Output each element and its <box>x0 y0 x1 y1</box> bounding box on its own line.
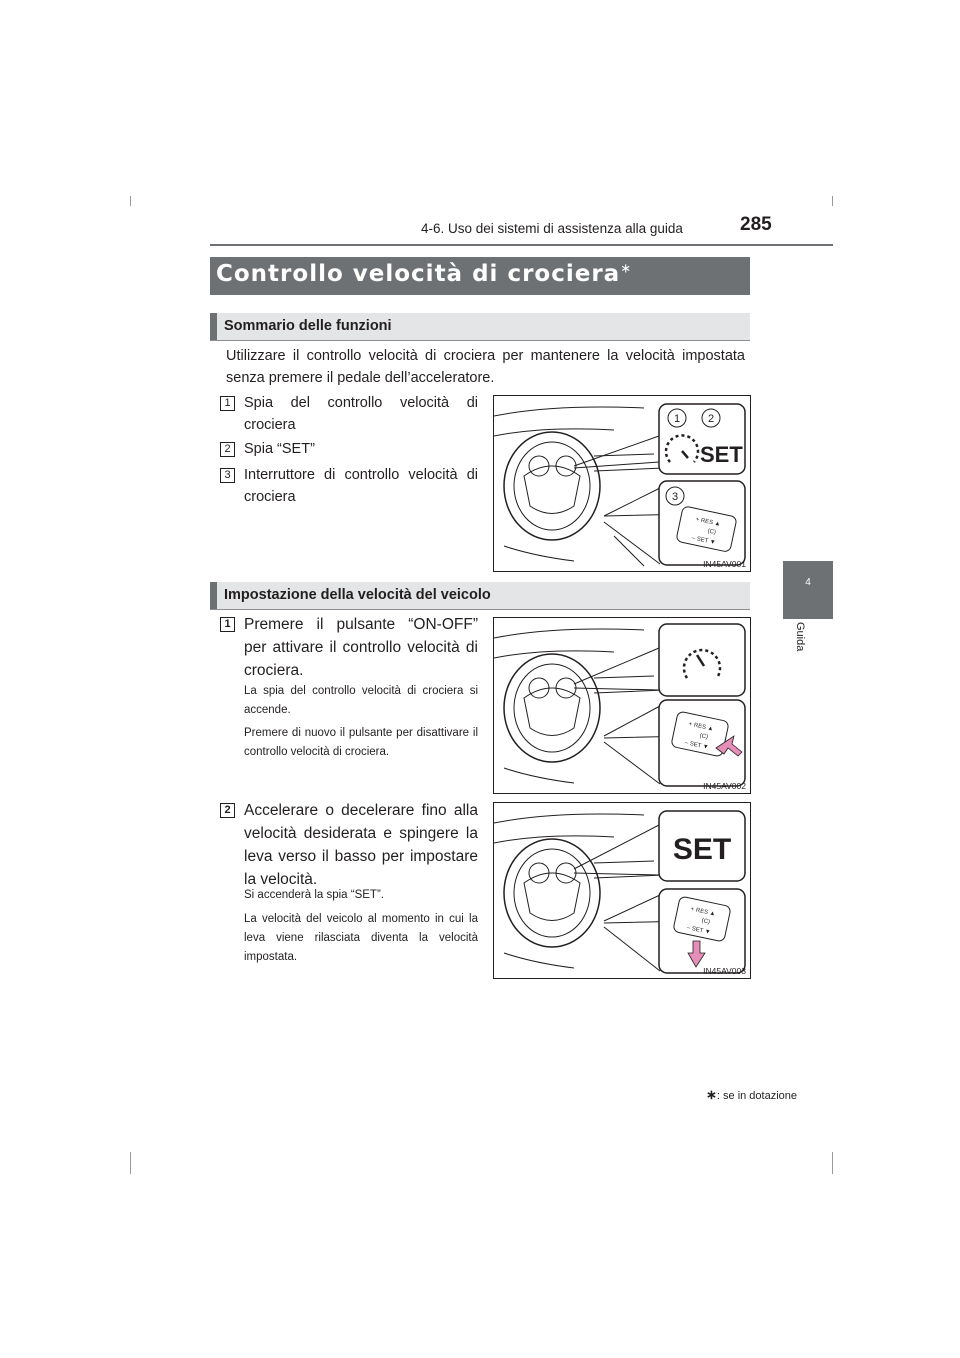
page-title: Controllo velocità di crociera∗ <box>216 261 632 287</box>
item-text: Spia del controllo velocità di crociera <box>244 395 478 433</box>
section-heading-setting: Impostazione della velocità del veicolo <box>210 582 750 610</box>
item-number: 3 <box>220 468 235 483</box>
chapter-label: Guida <box>794 622 806 652</box>
callout-3: 3 <box>672 491 678 503</box>
lever-res-label: + RES ▲ <box>690 907 716 918</box>
lever-set-label: – SET ▼ <box>691 535 716 546</box>
crop-mark <box>832 196 833 206</box>
step-number: 1 <box>220 617 235 632</box>
item-number: 1 <box>220 396 235 411</box>
step-note: Si accenderà la spia “SET”. <box>244 889 384 901</box>
dashboard-illustration: SET 1 2 3 + RES ▲ (C) – SET ▼ <box>493 403 746 567</box>
lever-cancel-label: (C) <box>701 918 710 926</box>
running-header: 4-6. Uso dei sistemi di assistenza alla … <box>421 221 683 236</box>
footnote-asterisk: ∗ <box>706 1087 717 1102</box>
figure-id: IN45AV001 <box>703 559 746 569</box>
lever-res-label: + RES ▲ <box>688 722 714 733</box>
figure-id: IN45AV002 <box>703 781 746 791</box>
chapter-number: 4 <box>805 577 811 588</box>
step-number: 2 <box>220 803 235 818</box>
step-note: La spia del controllo velocità di crocie… <box>244 685 478 716</box>
header-rule <box>210 244 833 246</box>
figure-on-off: + RES ▲ (C) – SET ▼ IN45AV002 <box>493 617 751 794</box>
chapter-tab <box>783 561 833 619</box>
lever-cancel-label: (C) <box>707 528 716 536</box>
crop-mark <box>130 196 131 206</box>
lever-cancel-label: (C) <box>699 733 708 741</box>
lever-set-label: – SET ▼ <box>686 925 711 936</box>
step-text: Accelerare o decelerare fino alla veloci… <box>244 802 478 888</box>
page-title-text: Controllo velocità di crociera <box>216 261 621 287</box>
title-asterisk: ∗ <box>620 261 633 277</box>
footnote: ∗: se in dotazione <box>706 1087 797 1103</box>
title-bar <box>210 257 750 295</box>
section-heading-summary: Sommario delle funzioni <box>210 313 750 341</box>
heading-marker <box>210 582 217 609</box>
step-text: Premere il pulsante “ON-OFF” per attivar… <box>244 616 478 679</box>
figure-cruise-overview: SET 1 2 3 + RES ▲ (C) – SET ▼ IN45AV001 <box>493 395 751 572</box>
lever-set-label: – SET ▼ <box>684 740 709 751</box>
crop-mark <box>130 1152 131 1174</box>
set-indicator-label: SET <box>700 442 743 467</box>
down-arrow-icon <box>687 940 706 968</box>
item-text: Spia “SET” <box>244 441 315 457</box>
item-text: Interruttore di controllo velocità di cr… <box>244 467 478 505</box>
page-number: 285 <box>740 214 772 235</box>
intro-paragraph: Utilizzare il controllo velocità di croc… <box>226 348 745 386</box>
section-heading-text: Impostazione della velocità del veicolo <box>224 587 491 603</box>
press-arrow-icon <box>715 735 743 757</box>
callout-2: 2 <box>708 413 714 425</box>
footnote-text: : se in dotazione <box>716 1090 798 1102</box>
figure-id: IN45AV003 <box>703 966 746 976</box>
lever-res-label: + RES ▲ <box>695 517 721 528</box>
callout-1: 1 <box>674 413 680 425</box>
dashboard-illustration: SET + RES ▲ (C) – SET ▼ <box>493 810 746 974</box>
crop-mark <box>832 1152 833 1174</box>
heading-marker <box>210 313 217 340</box>
step-note: Premere di nuovo il pulsante per disatti… <box>244 727 478 758</box>
figure-set-speed: SET + RES ▲ (C) – SET ▼ IN45AV003 <box>493 802 751 979</box>
dashboard-illustration: + RES ▲ (C) – SET ▼ <box>493 623 746 787</box>
section-heading-text: Sommario delle funzioni <box>224 318 392 334</box>
set-indicator-label: SET <box>673 833 731 866</box>
step-note: La velocità del veicolo al momento in cu… <box>244 913 478 963</box>
item-number: 2 <box>220 442 235 457</box>
